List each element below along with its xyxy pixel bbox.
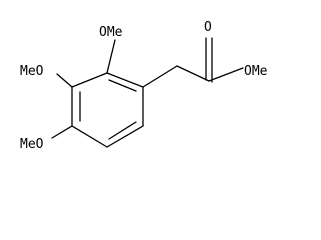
ring-bond-c3-c4	[106, 125, 144, 148]
bond-c5-o-bottom	[51, 125, 73, 139]
bond-c6-o-left	[56, 73, 73, 88]
ring-inner-double-right	[108, 79, 137, 92]
structure-diagram: OMe MeO MeO O OMe	[20, 20, 268, 152]
bond-c2-ch2	[142, 65, 178, 88]
substituent-bonds	[51, 37, 244, 139]
ring-bond-c6-c1	[71, 72, 108, 88]
label-ester-ome: OMe	[244, 64, 268, 79]
label-meo-left: MeO	[20, 64, 44, 79]
label-carbonyl-o: O	[204, 20, 212, 35]
ring-bond-c1-c2	[106, 72, 144, 88]
atom-labels: OMe MeO MeO O OMe	[20, 20, 268, 152]
benzene-ring	[71, 72, 144, 148]
bond-carbonyl-ester-o	[208, 67, 244, 82]
bond-c1-o-top	[106, 39, 116, 74]
bond-ch2-carbonyl	[176, 65, 210, 82]
ring-bond-c4-c5	[71, 125, 108, 148]
ring-inner-double-bottom	[108, 121, 137, 140]
label-meo-bottom: MeO	[20, 137, 44, 152]
label-ome-top: OMe	[99, 25, 123, 40]
